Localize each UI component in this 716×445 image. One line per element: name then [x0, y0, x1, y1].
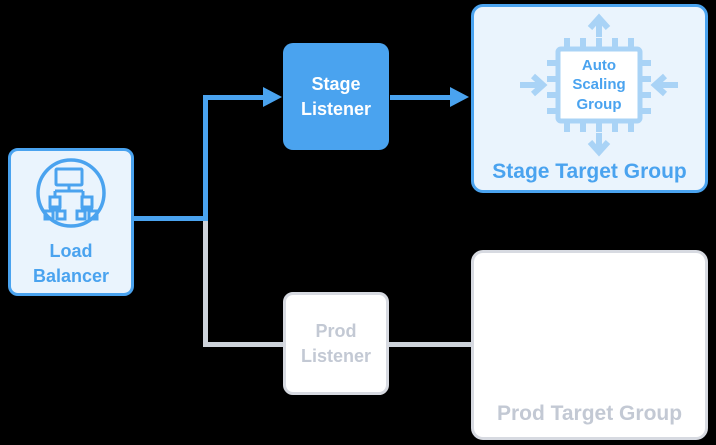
connector-prod-listener-to-target	[389, 342, 471, 347]
stage-listener-label: Stage Listener	[300, 74, 372, 119]
arrowhead-stage-listener	[263, 87, 282, 107]
connector-junction-down	[203, 221, 208, 347]
connector-loadbalancer-to-junction	[134, 216, 206, 221]
scale-down-arrow-icon	[587, 133, 611, 157]
node-load-balancer: Load Balancer	[8, 148, 134, 296]
load-balancer-label: Load Balancer	[32, 241, 110, 286]
arrowhead-stage-target-group	[450, 87, 469, 107]
network-tree-icon	[36, 158, 106, 228]
stage-target-group-label: Stage Target Group	[492, 160, 687, 183]
connector-junction-up	[203, 95, 208, 221]
scale-up-arrow-icon	[587, 13, 611, 37]
scale-in-left-arrow-icon	[520, 73, 548, 97]
prod-target-group-label: Prod Target Group	[496, 402, 683, 425]
connector-to-prod-listener	[203, 342, 283, 347]
prod-listener-label: Prod Listener	[300, 321, 372, 366]
node-stage-listener: Stage Listener	[283, 43, 389, 150]
node-prod-listener: Prod Listener	[283, 292, 389, 395]
connector-stage-listener-to-target	[390, 95, 451, 100]
auto-scaling-group-label: Auto Scaling Group	[572, 56, 626, 113]
node-stage-target-group: Auto Scaling Group Stage Target Group	[471, 4, 708, 193]
node-prod-target-group: Prod Target Group	[471, 250, 708, 440]
cpu-chip-icon	[520, 13, 678, 157]
connector-to-stage-listener	[203, 95, 264, 100]
scale-in-right-arrow-icon	[650, 73, 678, 97]
